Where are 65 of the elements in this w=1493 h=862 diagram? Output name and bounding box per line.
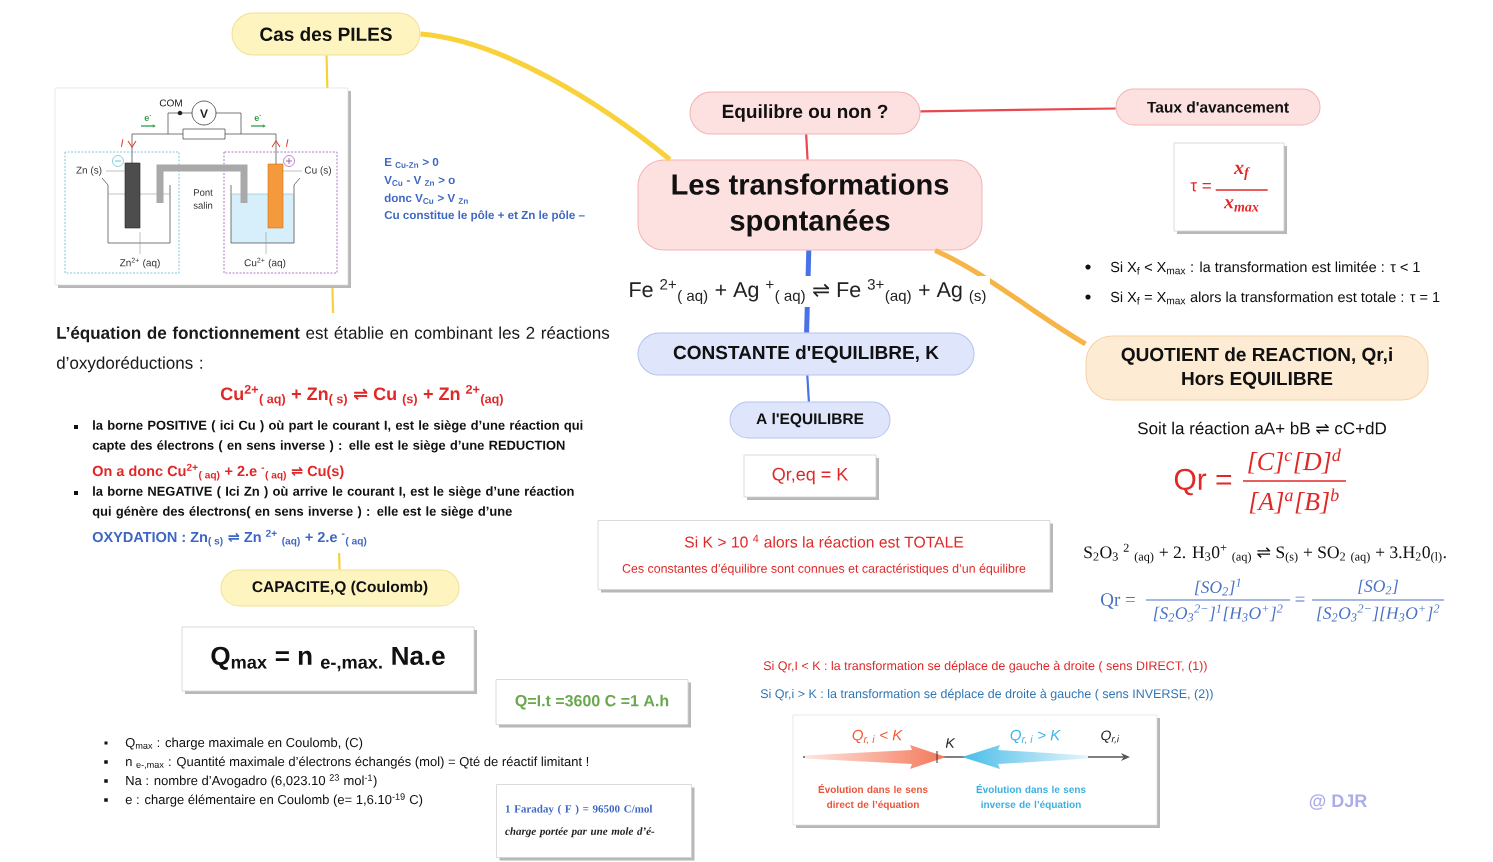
connector: [806, 375, 810, 402]
formula-box: τ = x$_{f}$ x$_{max}$: [1173, 142, 1287, 234]
diagram-label: Zn (s): [76, 166, 102, 176]
diagram-label: e$^{-}$: [254, 115, 261, 121]
bullet-text: la borne NEGATIVE ( Ici Zn ) où arrive le courant I, est le siège d’une réaction qui génère des électrons( en sens inverse ) : elle est le siège d’une: [92, 486, 574, 519]
diagram-label: I: [120, 139, 124, 147]
equation: S$_{2}$O$_{3}$ 2 $_{(aq)}$ + 2. H$_{3}$0$^{+}$ $_{(aq)}$ ⇌ S$_{(s)}$ + SO$_{2 (aq)}$ + 3.H$_{2}$0$_{(l)}$.: [1084, 543, 1446, 564]
axis-label: Q$_{r,i}$: [1101, 730, 1120, 744]
note-text: Si Qr,i > K : la transformation se déplace de droite à gauche ( sens INVERSE, (2)): [760, 688, 1213, 701]
diagram-label: V: [200, 109, 208, 118]
note-text: Cu constitue le pôle + et Zn le pôle –: [384, 210, 585, 222]
formula-box: Qr,eq = K: [743, 454, 879, 500]
diagram-label: Cu$^{2+}$ (aq): [244, 257, 286, 269]
equation: OXYDATION : Zn$_{( s)}$ ⇌ Zn $^{2+}$ $_{(aq)}$ + 2.e $^{-}$( aq): [92, 529, 367, 547]
topic-box: A l'EQUILIBRE: [729, 401, 891, 439]
diagram-label: e$^{-}$: [144, 115, 151, 121]
equation: On a donc Cu$^{2+}$$_{( aq)}$ + 2.e $^{-}$$_{( aq)}$ ⇌ Cu(s): [92, 463, 344, 481]
note-text: E $_{Cu-Zn}$ > 0: [385, 157, 439, 168]
formula: [C]$^{c}$[D]$^{d}$: [1248, 448, 1341, 474]
axis-label: Évolution dans le sens inverse de l’équation: [976, 784, 1086, 810]
bullet-text: Si X$_{f}$ < X$_{max}$ : la transformation est limitée : τ < 1: [1110, 261, 1420, 275]
note-text: Si Qr,I < K : la transformation se déplace de gauche à droite ( sens DIRECT, (1)): [763, 660, 1207, 673]
axis-label: Évolution dans le sens direct de l’équation: [818, 784, 928, 810]
topic-box: CONSTANTE d'EQUILIBRE, K: [637, 332, 975, 376]
equation: Cu$^{2+}$$_{( aq)}$ + Zn$_{( s)}$ ⇌ Cu $_{(s)}$ + Zn $^{2+}$(aq): [220, 384, 503, 406]
central-topic: Les transformations spontanées: [637, 159, 983, 251]
formula: Qr =: [1101, 593, 1135, 609]
formula: [S$_{2}$O$_{3}$$^{2−}$][H$_{3}$O$^{+}$]$^{2}$: [1317, 604, 1440, 622]
connector: [805, 134, 809, 160]
connector: [420, 31, 672, 162]
formula: [SO$_{2}$]: [1358, 579, 1399, 595]
bullet-text: la borne POSITIVE ( ici Cu ) où part le courant I, est le siège d’une réaction qui capte des électrons ( en sens inverse ) : elle est le siège d’une REDUCTION: [92, 420, 583, 453]
bullet-text: n $_{e-,max}$ : Quantité maximale d’électrons échangés (mol) = Qté de réactif limitant !: [126, 756, 589, 769]
equation: Soit la réaction aA+ bB ⇌ cC+dD: [1138, 421, 1386, 435]
topic-box: Equilibre ou non ?: [689, 91, 921, 135]
edge-label: Fe $^{2+}$$_{( aq)}$ + Ag $^{+}$$_{( aq)}$ ⇌ Fe $^{3+}$$_{(aq)}$ + Ag $_{(s)}$: [625, 276, 990, 307]
paragraph: L’équation de fonctionnement est établie en combinant les 2 réactions d’oxydoréductions :: [56, 326, 610, 373]
bullet-text: Q$_{max}$ : charge maximale en Coulomb, (C): [125, 737, 363, 750]
formula: [S$_{2}$O$_{3}$$^{2−}$]$^{1}$[H$_{3}$O$^{+}$]$^{2}$: [1153, 604, 1283, 622]
note-text: V$_{Cu}$ - V $_{Zn}$ > o: [384, 176, 455, 186]
formula: Qr =: [1174, 468, 1232, 496]
connector: [934, 248, 1087, 347]
signature: @ DJR: [1309, 794, 1367, 810]
formula: =: [1295, 596, 1305, 602]
diagram-label: Zn$^{2+}$ (aq): [119, 257, 160, 269]
bullet-text: e : charge élémentaire en Coulomb (e= 1,6.10$^{-19}$ C): [125, 793, 423, 807]
diagram-label: Pont salin: [193, 189, 213, 209]
formula-box: Q$_{max}$ = n $_{e-,max.}$ Na.e: [181, 626, 477, 694]
formula: [A]$^{a}$[B]$^{b}$: [1249, 488, 1339, 514]
formula: [SO$_{2}$]$^{1}$: [1194, 578, 1241, 596]
diagram-label: I: [285, 139, 289, 147]
axis-label: K: [945, 738, 956, 748]
connector: [920, 107, 1116, 113]
topic-box: Taux d'avancement: [1115, 88, 1321, 126]
note-box: 1 Faraday ( F ) = 96500 C/mol charge portée par une mole d’é-: [496, 784, 695, 861]
diagram-label: COM: [159, 99, 182, 107]
bullet-text: Na : nombre d’Avogadro (6,023.10 $^{23}$ mol$^{-1}$): [126, 774, 377, 788]
note-box: Si K > 10 $^{4}$ alors la réaction est TOTALE Ces constantes d’équilibre sont connues et caractéristiques d’un équilibre: [597, 520, 1053, 593]
topic-box: QUOTIENT de REACTION, Qr,i Hors EQUILIBRE: [1085, 335, 1429, 401]
bullet-text: Si X$_{f}$ = X$_{max}$ alors la transformation est totale : τ = 1: [1110, 291, 1440, 305]
topic-box: CAPACITE,Q (Coulomb): [220, 569, 460, 607]
topic-box: Cas des PILES: [231, 12, 421, 56]
note-text: donc V$_{Cu}$ > V $_{Zn}$: [384, 193, 468, 204]
formula-box: Q=I.t =3600 C =1 A.h: [495, 679, 691, 728]
diagram-label: Cu (s): [304, 166, 331, 176]
